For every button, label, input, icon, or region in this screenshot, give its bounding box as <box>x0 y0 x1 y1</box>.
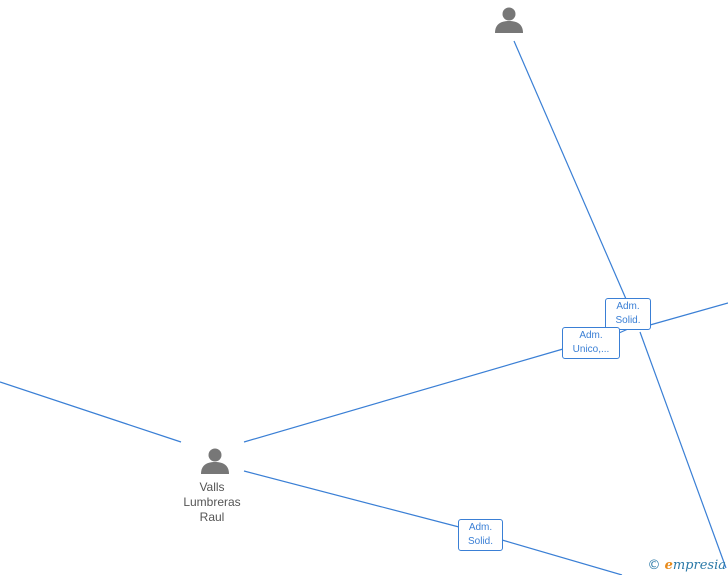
empresia-logo-text: mpresia <box>672 558 726 573</box>
person-name-line-3: Raul <box>199 510 225 524</box>
role-line-1: Adm. <box>579 330 603 341</box>
role-line-2: Unico,... <box>572 344 610 355</box>
role-line-2: Solid. <box>615 315 641 326</box>
valls-lumbreras-raul-label[interactable]: Valls Lumbreras Raul <box>162 480 262 525</box>
edge-role-3-bottom-offscreen <box>501 539 623 575</box>
copyright-symbol: © <box>647 558 661 573</box>
edge-valls-role-3 <box>243 470 460 528</box>
top-person-node[interactable] <box>494 5 524 35</box>
person-icon <box>201 448 229 474</box>
role-badge-adm-solid-1[interactable]: Adm. Solid. <box>605 298 651 330</box>
person-name-line-1: Valls <box>199 480 225 494</box>
role-line-1: Adm. <box>616 301 640 312</box>
empresia-watermark: © empresia <box>647 558 726 573</box>
role-badge-adm-unico[interactable]: Adm. Unico,... <box>562 327 620 359</box>
role-line-1: Adm. <box>468 522 493 533</box>
edge-role-1-right-offscreen <box>649 302 728 326</box>
edge-left-offscreen-valls <box>0 381 182 443</box>
edge-valls-role-2 <box>243 348 564 443</box>
person-icon <box>495 7 523 33</box>
valls-lumbreras-raul-node[interactable] <box>200 446 230 476</box>
role-badge-adm-solid-2[interactable]: Adm. Solid. <box>458 519 503 551</box>
edge-role-1-bottom-right-offscreen <box>639 331 727 569</box>
empresia-logo-e: e <box>664 558 673 573</box>
person-name-line-2: Lumbreras <box>183 495 241 509</box>
role-line-2: Solid. <box>467 536 493 547</box>
edge-top-person-role-1 <box>513 40 627 300</box>
